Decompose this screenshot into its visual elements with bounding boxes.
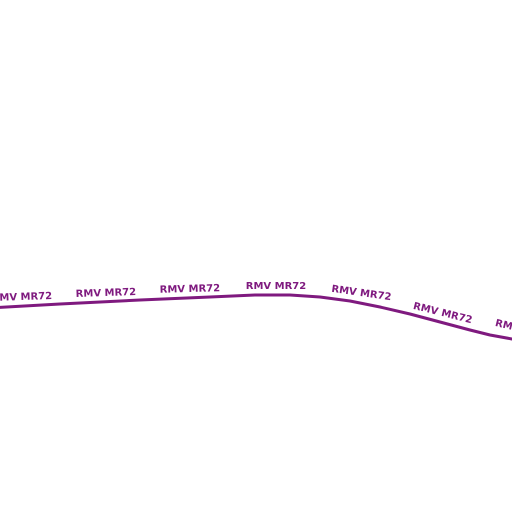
route-line-rmv-mr72[interactable] — [0, 293, 512, 343]
route-label: RMV MR72 — [76, 287, 137, 300]
route-label: RMV MR72 — [246, 281, 306, 292]
route-label: RMV MR72 — [160, 283, 221, 296]
route-label: RMV MR72 — [0, 291, 52, 304]
